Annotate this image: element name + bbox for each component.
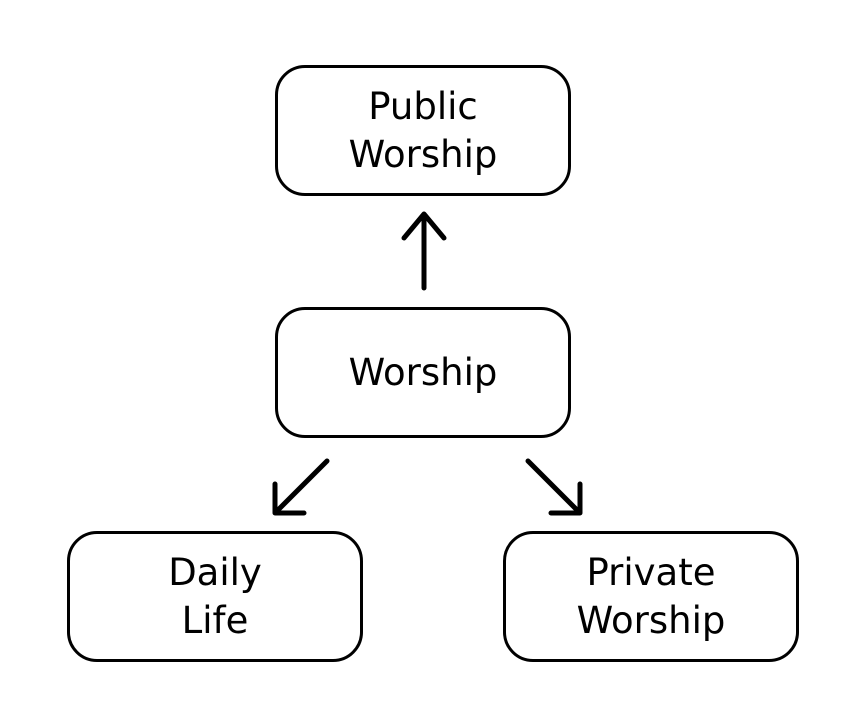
arrow-worship-to-public-worship — [401, 211, 447, 291]
arrow-worship-to-daily-life — [272, 458, 330, 516]
node-label: Worship — [348, 350, 498, 394]
node-daily-life: Daily Life — [67, 531, 363, 662]
node-label: Public Worship — [348, 84, 498, 176]
node-label: Private Worship — [576, 550, 726, 642]
node-public-worship: Public Worship — [275, 65, 571, 196]
node-private-worship: Private Worship — [503, 531, 799, 662]
node-label: Daily Life — [168, 550, 262, 642]
arrow-worship-to-private-worship — [525, 458, 583, 516]
node-worship: Worship — [275, 307, 571, 438]
